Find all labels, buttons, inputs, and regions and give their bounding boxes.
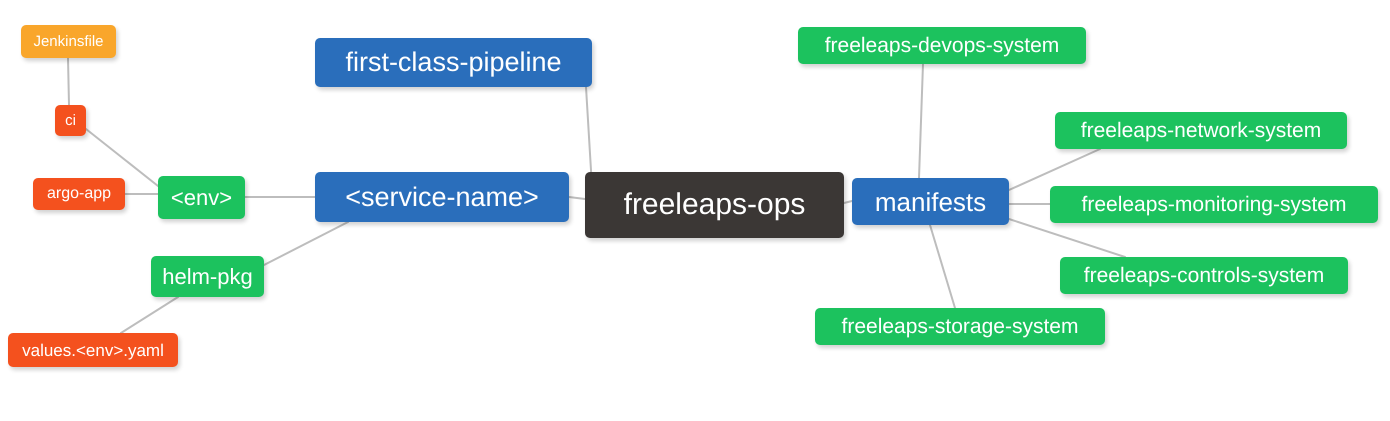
edge-env-ci [85, 128, 159, 187]
node-service-name[interactable]: <service-name> [315, 172, 569, 222]
edge-helm-pkg-values-yaml [120, 296, 179, 334]
edge-manifests-storage-system [929, 224, 956, 309]
node-argo-app[interactable]: argo-app [33, 178, 125, 210]
node-manifests[interactable]: manifests [852, 178, 1009, 225]
node-values-yaml[interactable]: values.<env>.yaml [8, 333, 178, 367]
node-controls-system[interactable]: freeleaps-controls-system [1060, 257, 1348, 294]
node-devops-system[interactable]: freeleaps-devops-system [798, 27, 1086, 64]
node-helm-pkg[interactable]: helm-pkg [151, 256, 264, 297]
edge-root-first-class-pipeline [585, 86, 593, 188]
edge-ci-jenkinsfile [67, 57, 70, 106]
edge-root-service-name [568, 196, 586, 200]
edge-root-manifests [843, 200, 853, 204]
node-jenkinsfile[interactable]: Jenkinsfile [21, 25, 116, 58]
node-root[interactable]: freeleaps-ops [585, 172, 844, 238]
edge-manifests-controls-system [1008, 218, 1126, 258]
node-env[interactable]: <env> [158, 176, 245, 219]
edge-manifests-network-system [1008, 148, 1101, 191]
node-storage-system[interactable]: freeleaps-storage-system [815, 308, 1105, 345]
node-monitoring-system[interactable]: freeleaps-monitoring-system [1050, 186, 1378, 223]
edge-manifests-devops-system [918, 63, 924, 179]
node-first-class-pipeline[interactable]: first-class-pipeline [315, 38, 592, 87]
edge-service-name-helm-pkg [263, 221, 349, 266]
node-network-system[interactable]: freeleaps-network-system [1055, 112, 1347, 149]
node-ci[interactable]: ci [55, 105, 86, 136]
